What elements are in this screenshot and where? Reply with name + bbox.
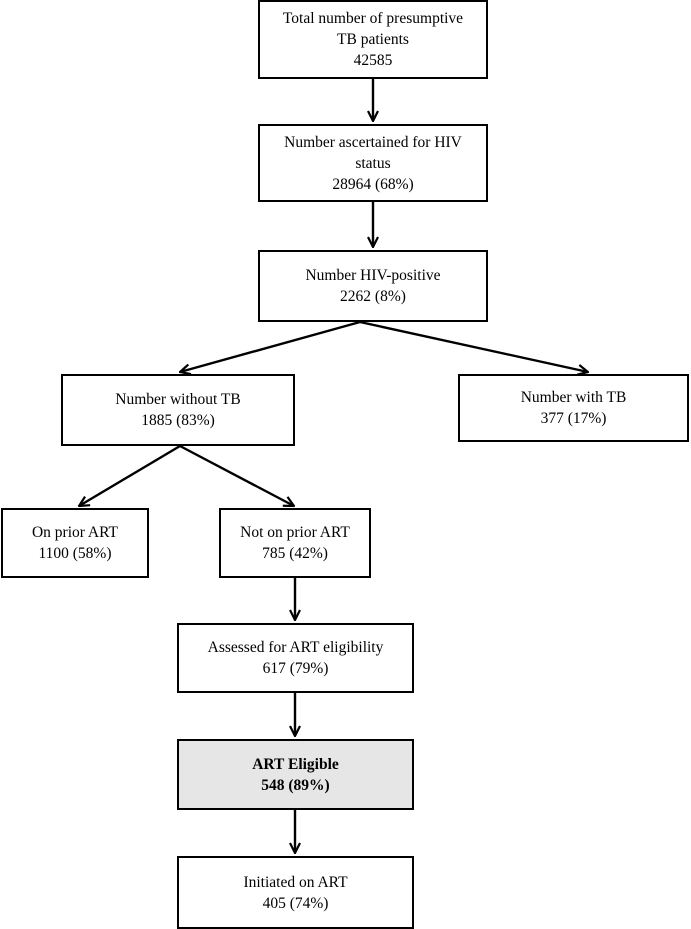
assessed-label: Assessed for ART eligibility — [207, 639, 384, 656]
presumptive-count: 42585 — [353, 52, 393, 69]
eligible-count: 548 (89%) — [261, 776, 330, 794]
box-without-tb: Number without TB 1885 (83%) — [61, 374, 295, 446]
not-prior-art-label: Not on prior ART — [240, 524, 350, 541]
box-hiv-positive: Number HIV-positive 2262 (8%) — [258, 250, 488, 322]
assessed-count: 617 (79%) — [262, 660, 329, 677]
hiv-status-label-line1: Number ascertained for HIV — [284, 133, 462, 151]
with-tb-count: 377 (17%) — [540, 410, 607, 427]
hiv-positive-count: 2262 (8%) — [340, 288, 406, 305]
arrow-without-tb-to-prior-art — [79, 444, 181, 506]
prior-art-count: 1100 (58%) — [38, 545, 112, 562]
hiv-positive-label: Number HIV-positive — [305, 267, 441, 284]
box-with-tb: Number with TB 377 (17%) — [458, 374, 689, 442]
not-prior-art-count: 785 (42%) — [262, 545, 328, 562]
initiated-label: Initiated on ART — [243, 873, 348, 891]
without-tb-count: 1885 (83%) — [141, 412, 215, 429]
arrow-hiv-positive-to-without-tb — [180, 320, 361, 372]
box-art-eligible: ART Eligible 548 (89%) — [177, 739, 414, 810]
with-tb-label: Number with TB — [520, 389, 627, 406]
initiated-count: 405 (74%) — [262, 894, 329, 912]
presumptive-label-line1: Total number of presumptive — [282, 10, 464, 27]
hiv-status-count: 28964 (68%) — [332, 175, 414, 193]
box-assessed-art-eligibility: Assessed for ART eligibility 617 (79%) — [177, 623, 414, 693]
box-initiated-on-art: Initiated on ART 405 (74%) — [177, 856, 414, 929]
prior-art-label: On prior ART — [31, 524, 119, 541]
box-hiv-status-ascertained: Number ascertained for HIV status 28964 … — [258, 124, 488, 202]
presumptive-label-line2: TB patients — [337, 31, 409, 48]
box-not-on-prior-art: Not on prior ART 785 (42%) — [219, 508, 371, 578]
box-presumptive-tb-patients: Total number of presumptive TB patients … — [258, 0, 488, 79]
arrow-hiv-positive-to-with-tb — [359, 320, 588, 372]
eligible-label: ART Eligible — [252, 755, 339, 773]
hiv-status-label-line2: status — [355, 154, 391, 172]
arrow-without-tb-to-not-prior-art — [179, 444, 294, 506]
box-on-prior-art: On prior ART 1100 (58%) — [1, 508, 149, 578]
without-tb-label: Number without TB — [115, 391, 241, 408]
